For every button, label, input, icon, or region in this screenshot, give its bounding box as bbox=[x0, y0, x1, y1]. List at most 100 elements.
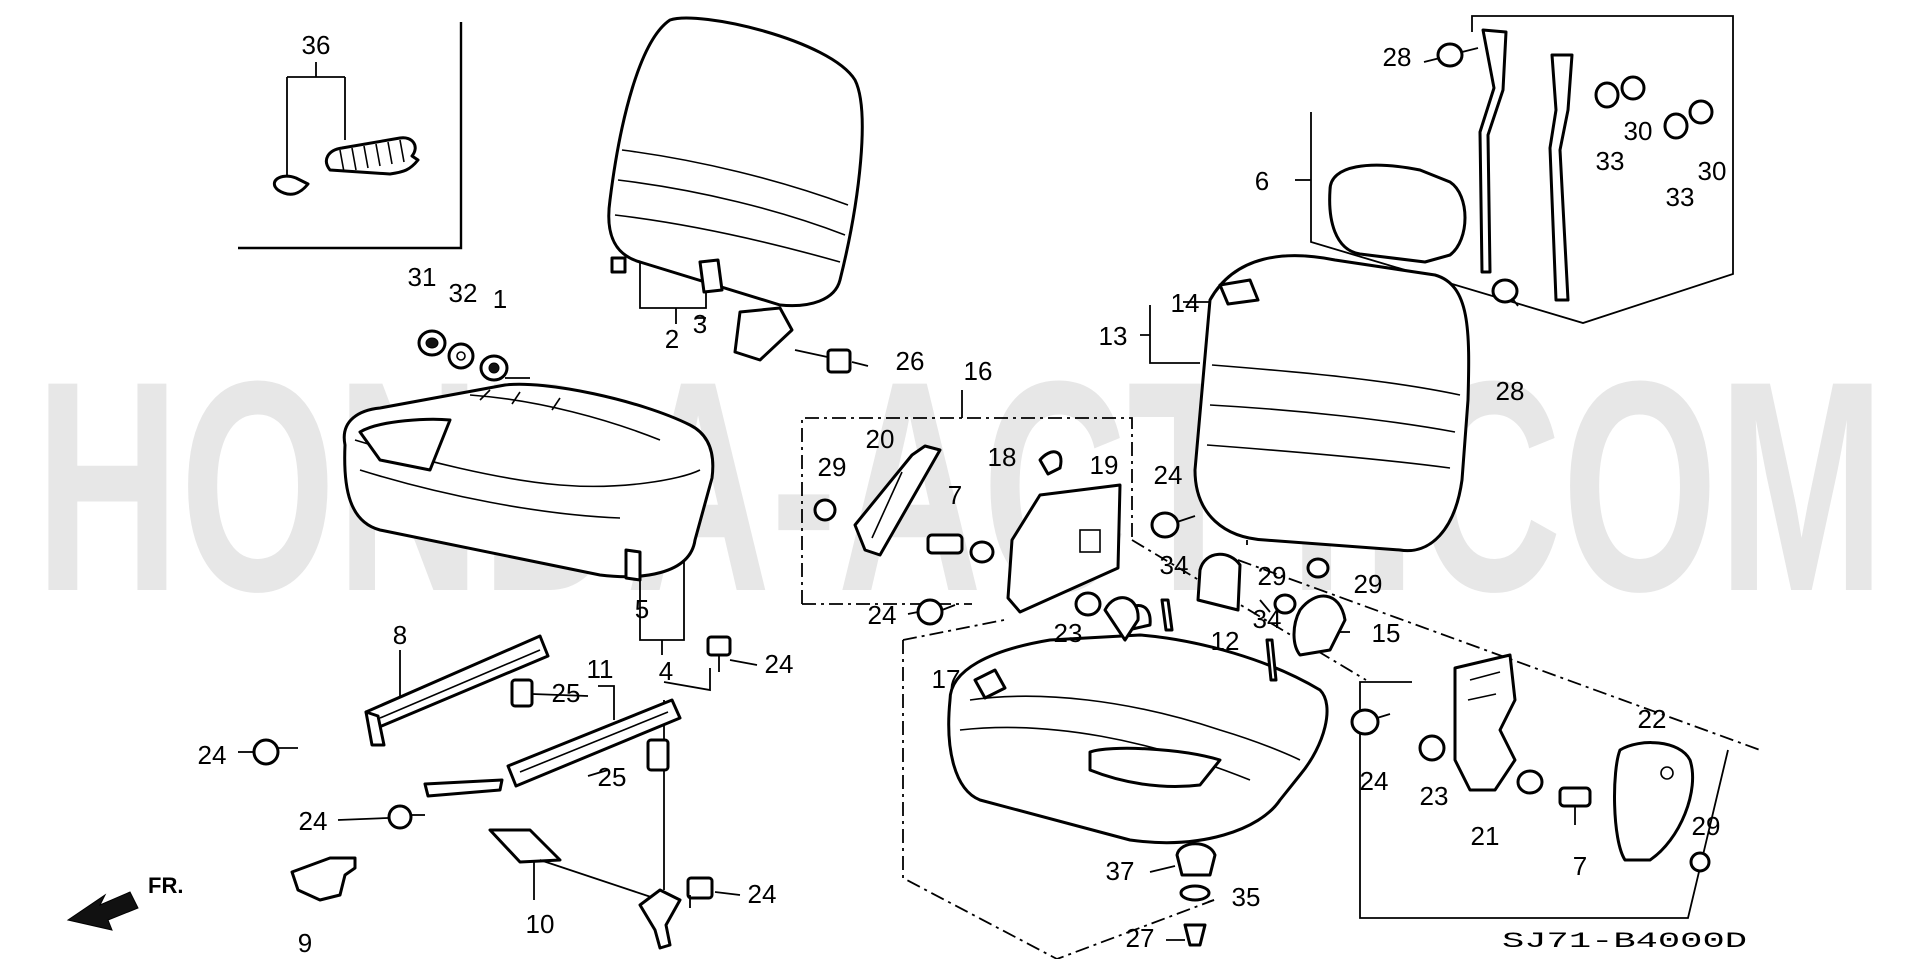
callout-23-a: 23 bbox=[1054, 618, 1083, 648]
bracket-19 bbox=[1006, 483, 1122, 614]
callout-34-b: 34 bbox=[1253, 604, 1282, 634]
callout-33-a: 33 bbox=[1596, 146, 1625, 176]
callout-7-a: 7 bbox=[948, 480, 962, 510]
callout-2: 2 bbox=[665, 324, 679, 354]
bolt-24-left-a bbox=[252, 738, 298, 766]
seat-back-front bbox=[1193, 254, 1471, 553]
washers-30-33 bbox=[1594, 75, 1714, 140]
spring-clip-part bbox=[272, 136, 420, 196]
callout-24-b: 24 bbox=[299, 806, 328, 836]
bolt-25-b bbox=[646, 738, 670, 772]
bracket-21 bbox=[1453, 653, 1517, 792]
callout-32: 32 bbox=[449, 278, 478, 308]
callout-28-a: 28 bbox=[1383, 42, 1412, 72]
callout-3: 3 bbox=[693, 309, 707, 339]
diagram-code: SJ71-B4000D bbox=[1502, 929, 1747, 954]
callout-34-a: 34 bbox=[1160, 550, 1189, 580]
callout-28-b: 28 bbox=[1496, 376, 1525, 406]
callout-labels: 36 31 32 1 2 3 26 5 4 8 25 11 24 24 25 2… bbox=[198, 30, 1727, 958]
callout-29-c: 29 bbox=[1258, 561, 1287, 591]
callout-6: 6 bbox=[1255, 166, 1269, 196]
bolt-25-a bbox=[510, 678, 534, 708]
callout-12: 12 bbox=[1211, 626, 1240, 656]
callout-33-b: 33 bbox=[1666, 182, 1695, 212]
callout-29-a: 29 bbox=[818, 452, 847, 482]
callout-24-a: 24 bbox=[198, 740, 227, 770]
callout-24-d: 24 bbox=[748, 879, 777, 909]
washer-and-bolt-7-right bbox=[1516, 769, 1592, 825]
bolt-24-back bbox=[1150, 511, 1196, 539]
callout-17: 17 bbox=[932, 664, 961, 694]
screw-29-bottom bbox=[1689, 851, 1711, 873]
callout-16: 16 bbox=[964, 356, 993, 386]
group-lines bbox=[238, 15, 1761, 959]
seat-back-rear bbox=[607, 16, 864, 362]
callout-19: 19 bbox=[1090, 450, 1119, 480]
callout-18: 18 bbox=[988, 442, 1017, 472]
front-direction-arrow: FR. bbox=[66, 873, 183, 931]
callout-27: 27 bbox=[1126, 923, 1155, 953]
clip-27 bbox=[1183, 923, 1207, 947]
callout-37: 37 bbox=[1106, 856, 1135, 886]
bolt-24-bottom bbox=[686, 876, 714, 908]
watermark: HONDA-ACTY.COM bbox=[35, 318, 1885, 654]
bolt-7-left bbox=[926, 533, 995, 564]
callout-24-f: 24 bbox=[1154, 460, 1183, 490]
headrest-6 bbox=[1328, 163, 1467, 264]
nut-1 bbox=[479, 354, 530, 382]
callout-11: 11 bbox=[587, 654, 614, 684]
callout-14: 14 bbox=[1171, 288, 1200, 318]
callout-25-a: 25 bbox=[552, 678, 581, 708]
callout-5: 5 bbox=[635, 594, 649, 624]
cap-12 bbox=[1196, 552, 1242, 612]
screws-29-right bbox=[1273, 557, 1330, 615]
screw-28-top bbox=[1436, 42, 1479, 68]
bolt-24-top bbox=[706, 635, 732, 672]
callout-13: 13 bbox=[1099, 321, 1128, 351]
callout-25-b: 25 bbox=[598, 762, 627, 792]
seat-cushion-left bbox=[342, 382, 715, 582]
washer-32 bbox=[447, 342, 475, 370]
callout-10: 10 bbox=[526, 909, 555, 939]
callout-21: 21 bbox=[1471, 821, 1500, 851]
screw-29-left bbox=[813, 498, 837, 522]
screw-28-bottom bbox=[1491, 278, 1519, 307]
callout-23-b: 23 bbox=[1420, 781, 1449, 811]
bolt-26 bbox=[794, 348, 852, 374]
clip-18 bbox=[1038, 450, 1063, 476]
callout-36: 36 bbox=[302, 30, 331, 60]
callout-leaders bbox=[238, 57, 1441, 941]
collar-23-right bbox=[1418, 734, 1446, 762]
washer-35 bbox=[1179, 884, 1211, 902]
hinge-bracket-right bbox=[1103, 596, 1140, 642]
callout-4: 4 bbox=[659, 656, 673, 686]
cover-15 bbox=[1292, 594, 1347, 657]
callout-29-d: 29 bbox=[1692, 811, 1721, 841]
lever-bar-10 bbox=[488, 828, 682, 950]
headrest-stays bbox=[1478, 28, 1574, 302]
cover-22 bbox=[1613, 741, 1695, 862]
seat-rail-right bbox=[423, 698, 682, 798]
callout-30-a: 30 bbox=[1624, 116, 1653, 146]
callout-1: 1 bbox=[493, 284, 507, 314]
bracket-9 bbox=[290, 856, 357, 902]
collar-23-left bbox=[1074, 591, 1102, 617]
bolt-24-right bbox=[1350, 708, 1391, 736]
callout-31: 31 bbox=[408, 262, 437, 292]
callout-29-b: 29 bbox=[1354, 569, 1383, 599]
pin-34 bbox=[1160, 598, 1278, 682]
cover-20 bbox=[853, 444, 942, 557]
callout-20: 20 bbox=[866, 424, 895, 454]
callout-9: 9 bbox=[298, 928, 312, 958]
callout-24-c: 24 bbox=[765, 649, 794, 679]
callout-7-b: 7 bbox=[1573, 851, 1587, 881]
callout-30-b: 30 bbox=[1698, 156, 1727, 186]
bumper-37 bbox=[1175, 842, 1217, 877]
callout-15: 15 bbox=[1372, 618, 1401, 648]
seat-rail-left bbox=[364, 634, 550, 747]
callout-24-e: 24 bbox=[868, 600, 897, 630]
callout-35: 35 bbox=[1232, 882, 1261, 912]
callout-8: 8 bbox=[393, 620, 407, 650]
bolt-24-left-b bbox=[387, 804, 425, 830]
